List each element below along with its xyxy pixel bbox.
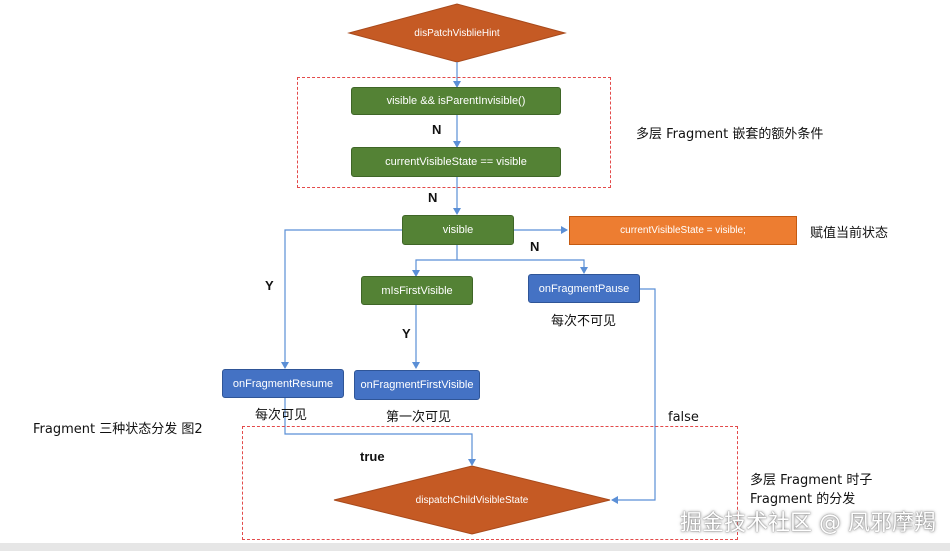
edge-resume-to-dispatch — [284, 398, 476, 466]
true-label: true — [360, 449, 385, 464]
dispatch-child-label: dispatchChildVisibleState — [415, 494, 529, 506]
n-label-2: N — [428, 190, 438, 205]
first-desc-label: 第一次可见 — [386, 410, 452, 425]
nested-condition-group — [297, 77, 611, 188]
edge-pause-to-dispatch — [611, 288, 656, 504]
resume-desc-label: 每次可见 — [255, 408, 308, 423]
n-label-3: N — [530, 239, 540, 254]
diagram-caption: Fragment 三种状态分发 图2 — [33, 422, 203, 437]
dispatch-visible-hint-label: disPatchVisblieHint — [414, 27, 500, 39]
nested-dispatch-line2: Fragment 的分发 — [750, 492, 856, 507]
bottom-strip — [0, 543, 950, 551]
pause-desc-label: 每次不可见 — [551, 314, 617, 329]
fragment-resume-node: onFragmentResume — [222, 369, 344, 398]
first-visible-node: mIsFirstVisible — [361, 276, 473, 305]
assign-desc-label: 赋值当前状态 — [810, 226, 889, 241]
edge-to-first-visible — [412, 259, 457, 277]
visible-and-parent-node: visible && isParentInvisible() — [351, 87, 561, 115]
diamond-dispatch-visible-hint — [347, 3, 567, 63]
n-label-1: N — [432, 122, 442, 137]
current-state-eq-node: currentVisibleState == visible — [351, 147, 561, 177]
nested-dispatch-line1: 多层 Fragment 时子 — [750, 473, 873, 488]
edge-visible-to-resume — [281, 229, 402, 369]
child-dispatch-group — [242, 426, 738, 540]
y-label-1: Y — [265, 278, 274, 293]
fragment-pause-node: onFragmentPause — [528, 274, 640, 303]
watermark: 掘金技术社区 @ 凤邪摩羯 — [680, 511, 936, 536]
visible-node: visible — [402, 215, 514, 245]
diamond-dispatch-child — [333, 465, 611, 535]
false-label: false — [668, 410, 699, 425]
edge-to-pause — [457, 259, 588, 274]
nested-extra-label: 多层 Fragment 嵌套的额外条件 — [636, 127, 824, 142]
assign-state-node: currentVisibleState = visible; — [569, 216, 797, 245]
fragment-first-visible-node: onFragmentFirstVisible — [354, 370, 480, 400]
y-label-2: Y — [402, 326, 411, 341]
